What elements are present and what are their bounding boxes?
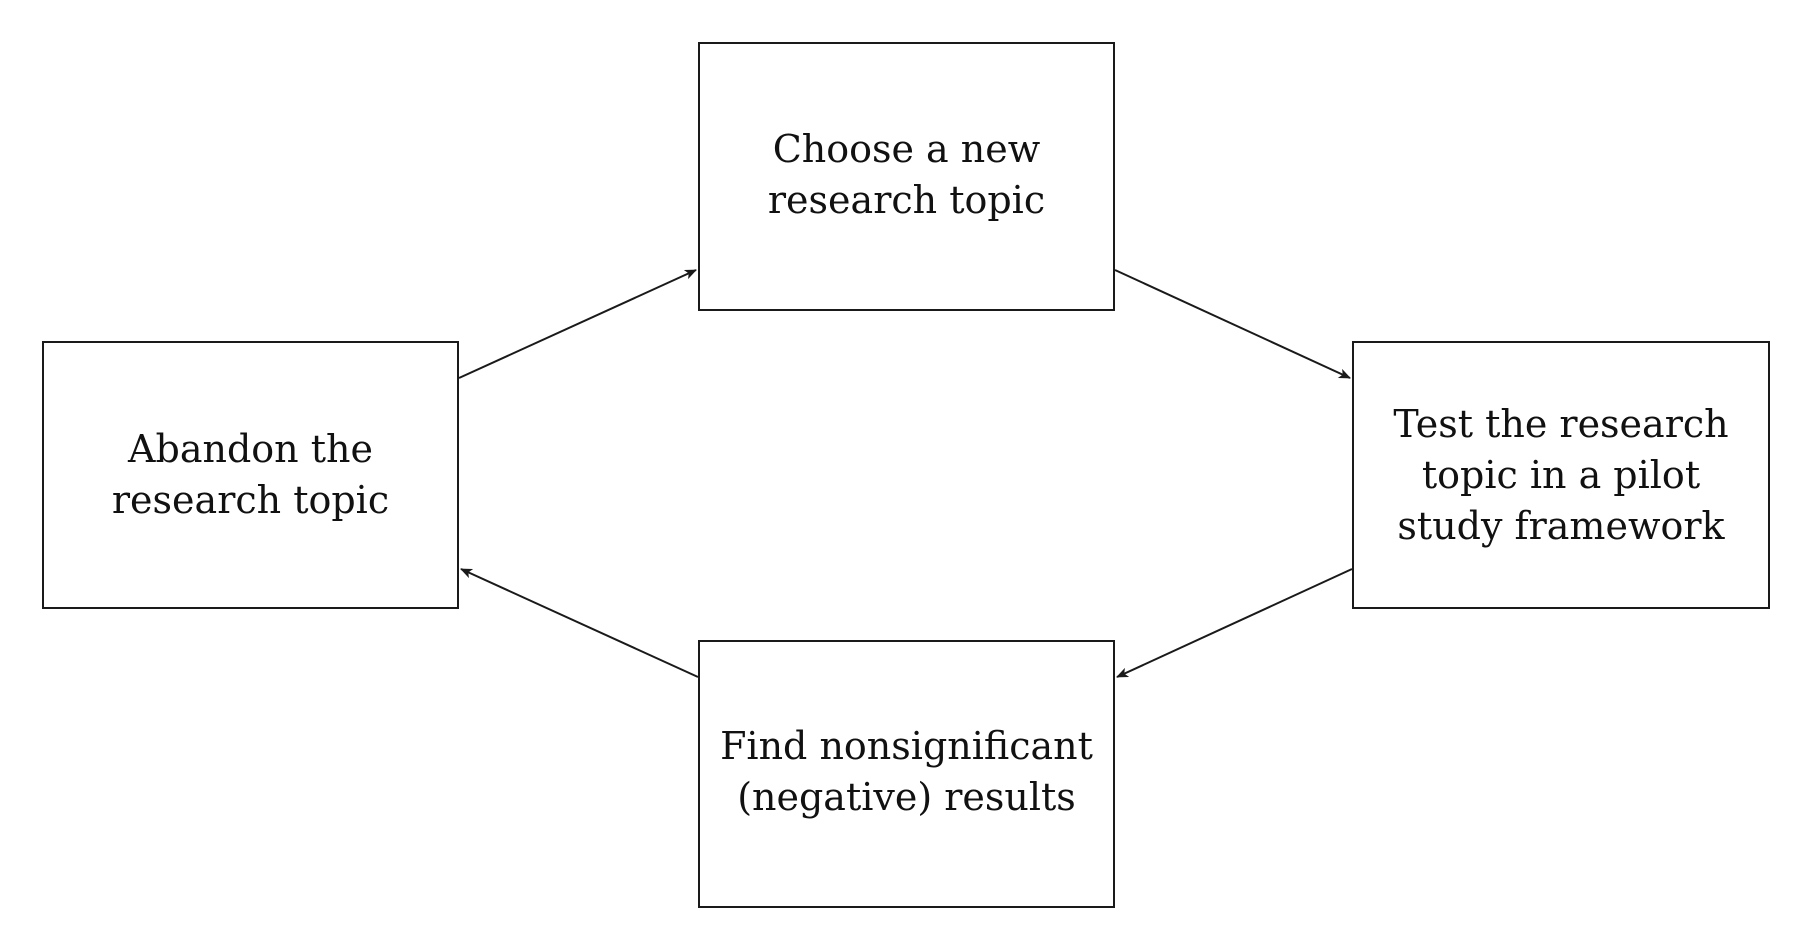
arrow-choose-to-test <box>1114 269 1351 379</box>
node-test-research-topic: Test the research topic in a pilot study… <box>1352 341 1770 609</box>
node-label-line: research topic <box>111 478 390 522</box>
node-label-line: Choose a new <box>772 126 1041 171</box>
node-label-line: study framework <box>1397 503 1725 548</box>
node-label: Find nonsignificant (negative) results <box>720 721 1093 823</box>
node-label-line: Test the research <box>1393 401 1729 446</box>
node-label-line: topic in a pilot <box>1421 452 1701 497</box>
node-label-line: Abandon the <box>128 427 373 471</box>
node-label: Test the research topic in a pilot study… <box>1393 399 1728 552</box>
arrow-test-to-find <box>1116 568 1353 678</box>
node-label-line: (negative) results <box>737 775 1076 819</box>
node-label-line: research topic <box>767 177 1046 222</box>
arrow-abandon-to-choose <box>458 269 697 379</box>
arrow-find-to-abandon <box>460 568 699 678</box>
node-choose-new-research-topic: Choose a new research topic <box>698 42 1115 311</box>
node-abandon-research-topic: Abandon the research topic <box>42 341 459 609</box>
node-label-line: Find nonsignificant <box>720 724 1093 768</box>
node-label: Abandon the research topic <box>112 424 389 526</box>
node-label: Choose a new research topic <box>768 124 1045 226</box>
node-find-nonsignificant-results: Find nonsignificant (negative) results <box>698 640 1115 908</box>
